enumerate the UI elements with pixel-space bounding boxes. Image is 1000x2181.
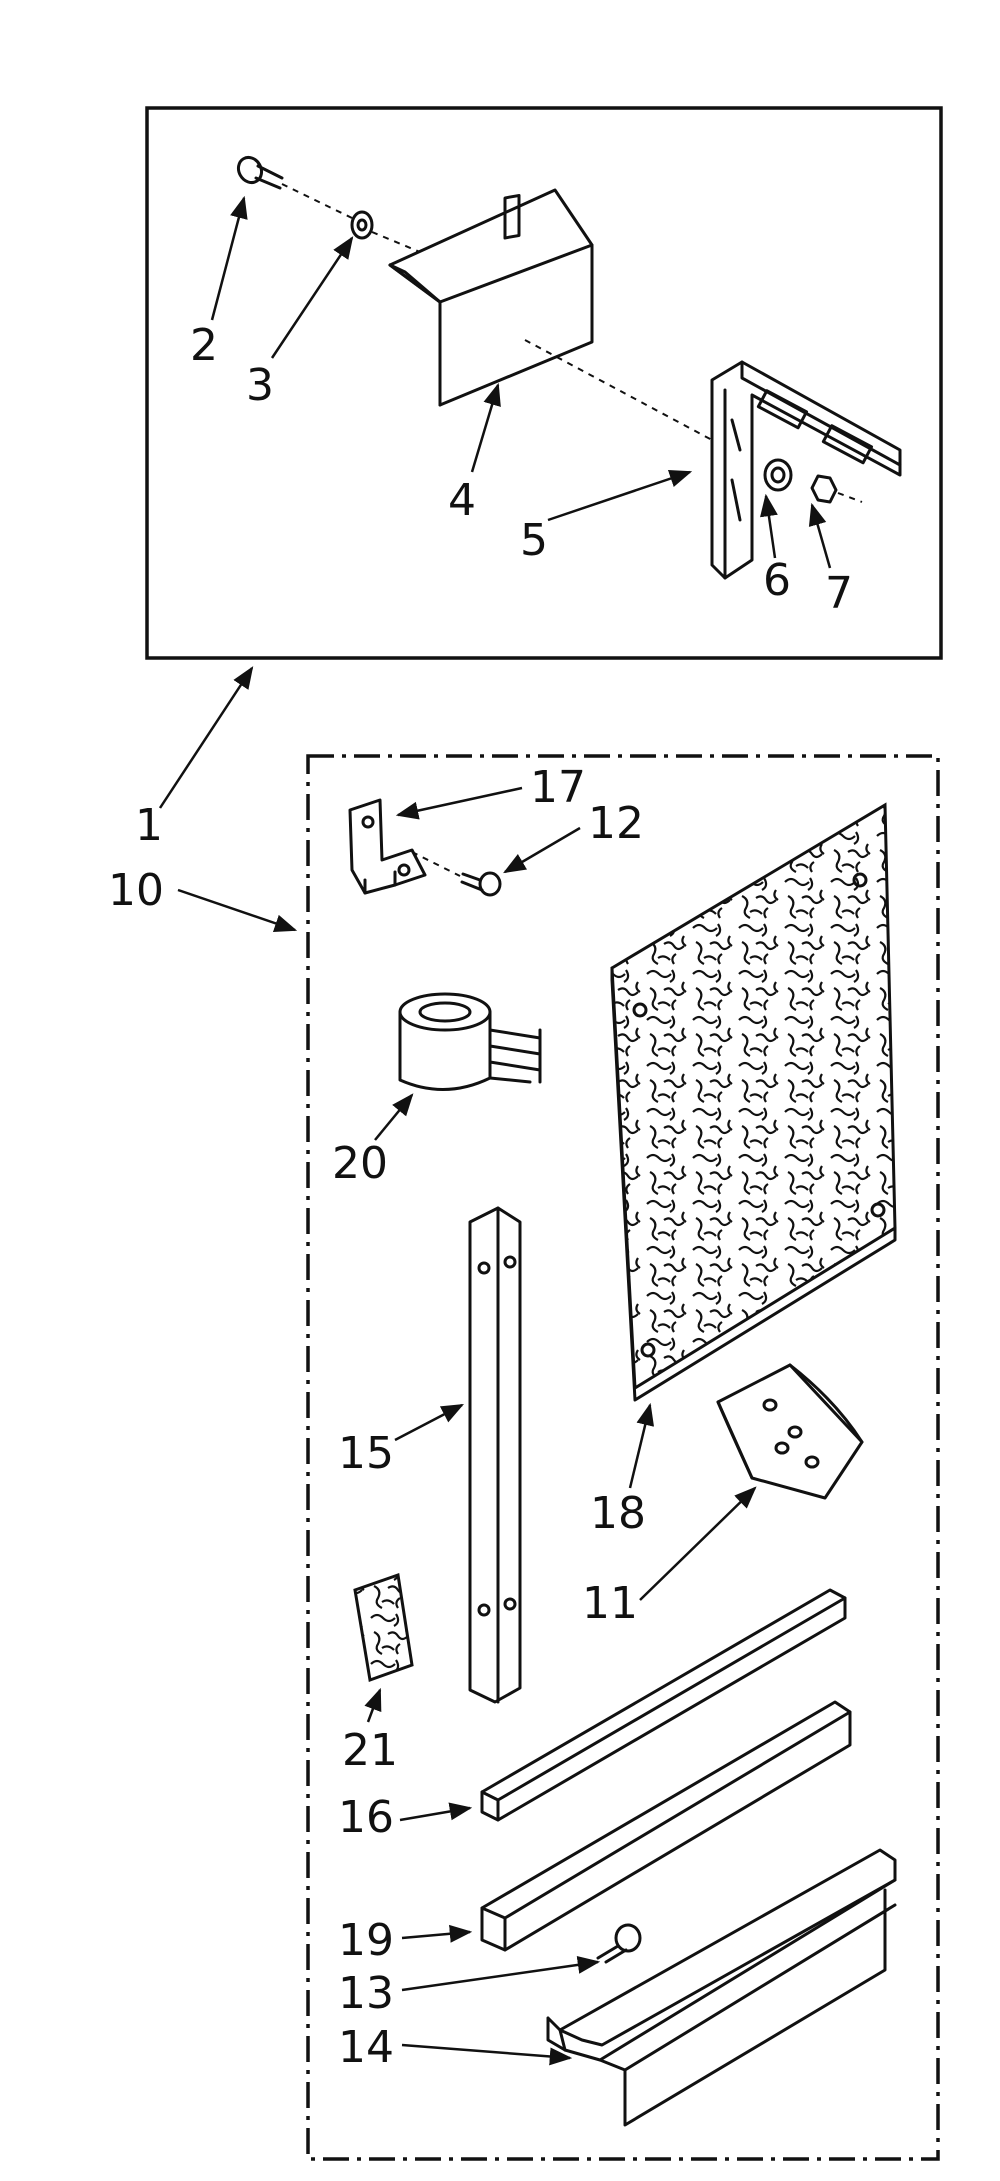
callout-15: 15 [338, 1428, 394, 1479]
part-17-angle-bracket [348, 798, 427, 895]
part-6-washer [763, 458, 793, 492]
part-12-screw [460, 871, 502, 897]
callout-13: 13 [338, 1968, 394, 2019]
part-5-support-bracket [710, 360, 902, 580]
callout-4: 4 [448, 475, 476, 526]
bracket-kit-box [145, 106, 943, 660]
part-2-screw [236, 155, 284, 190]
part-18-foam-panel [610, 802, 897, 1402]
part-11-clip-bracket [716, 1363, 864, 1500]
callout-2: 2 [190, 320, 218, 371]
callout-14: 14 [338, 2022, 394, 2073]
part-3-washer [350, 210, 374, 240]
callout-17: 17 [530, 762, 586, 813]
callout-12: 12 [588, 798, 644, 849]
callout-5: 5 [520, 515, 548, 566]
installation-kit-box [306, 754, 940, 2161]
part-4-cover-bracket [388, 188, 594, 407]
part-13-screw [596, 1923, 642, 1964]
part-16-foam-strip [480, 1588, 847, 1822]
callout-18: 18 [590, 1488, 646, 1539]
callout-6: 6 [763, 555, 791, 606]
part-20-tape-roll [398, 992, 542, 1091]
part-21-adhesive-pad [353, 1572, 414, 1683]
callout-10: 10 [108, 865, 164, 916]
assembly-line-2-3 [281, 183, 353, 219]
part-19-foam-bar [480, 1700, 852, 1952]
callout-7: 7 [825, 568, 853, 619]
part-7-nut [810, 474, 863, 504]
part-14-sill-rail [546, 1848, 897, 2127]
callout-11: 11 [582, 1578, 638, 1629]
callout-19: 19 [338, 1915, 394, 1966]
callout-20: 20 [332, 1138, 388, 1189]
callout-21: 21 [342, 1725, 398, 1776]
callout-3: 3 [246, 360, 274, 411]
callout-16: 16 [338, 1792, 394, 1843]
callout-1: 1 [135, 800, 163, 851]
assembly-line-3-4 [371, 231, 421, 253]
part-15-angle-channel [468, 1206, 522, 1704]
